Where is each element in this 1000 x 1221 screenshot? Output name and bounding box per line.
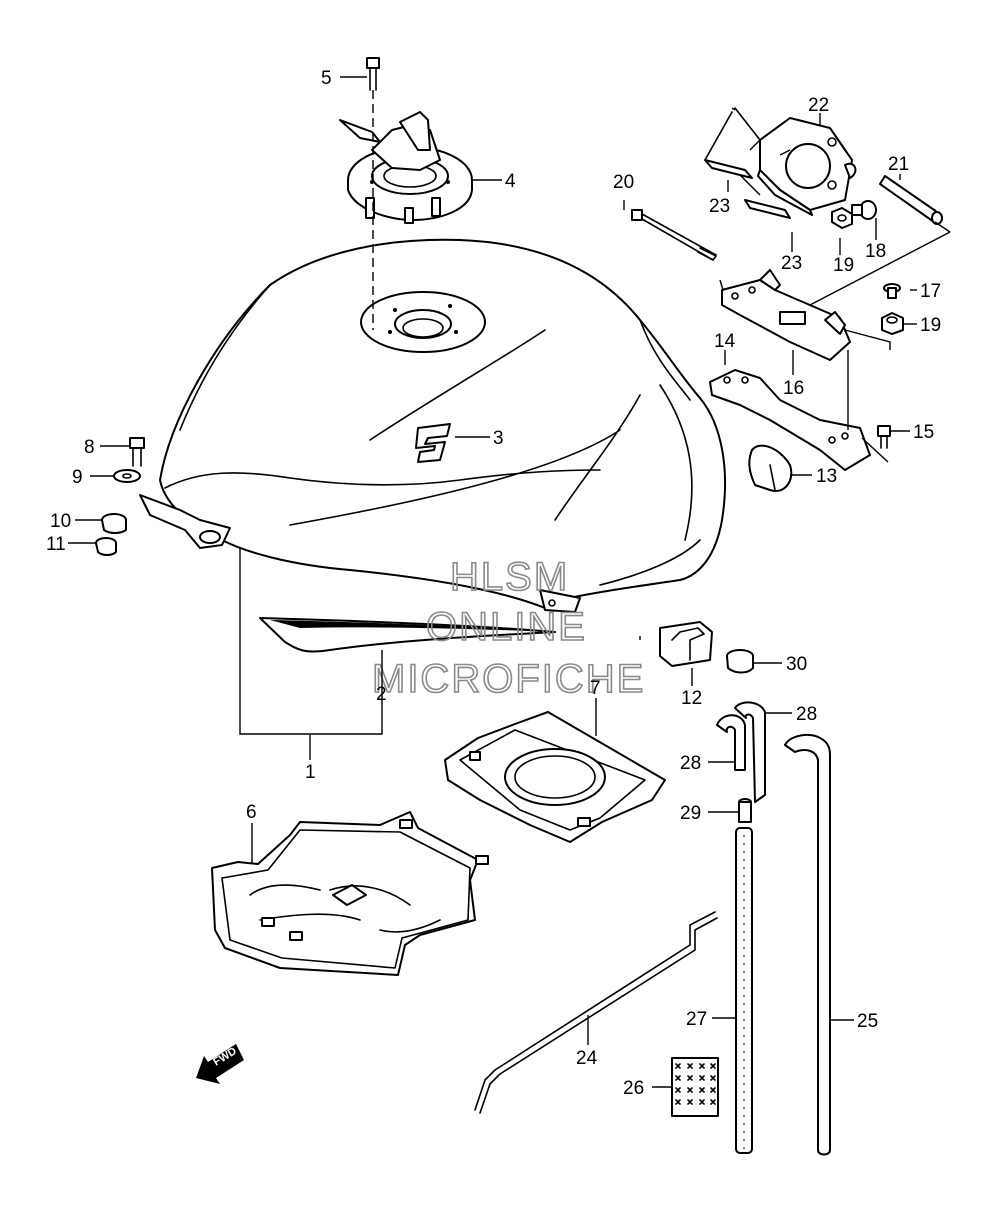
callout-19-lower: 19 bbox=[920, 315, 941, 336]
callout-18: 18 bbox=[865, 241, 886, 262]
callout-17: 17 bbox=[920, 281, 941, 302]
callout-23-upper: 23 bbox=[709, 196, 730, 217]
callout-7: 7 bbox=[590, 678, 601, 699]
fuel-cap bbox=[339, 111, 473, 224]
callout-30: 30 bbox=[786, 654, 807, 675]
callout-19-upper: 19 bbox=[833, 255, 854, 276]
cushion-13 bbox=[748, 444, 793, 492]
rod-21 bbox=[879, 175, 943, 225]
callout-12: 12 bbox=[681, 688, 702, 709]
callout-26: 26 bbox=[623, 1078, 644, 1099]
fuel-tank bbox=[139, 238, 727, 613]
callout-20: 20 bbox=[613, 172, 634, 193]
callout-22: 22 bbox=[808, 95, 829, 116]
callout-8: 8 bbox=[84, 437, 95, 458]
callout-28-lower: 28 bbox=[680, 753, 701, 774]
callout-5: 5 bbox=[321, 68, 332, 89]
pad-7 bbox=[444, 711, 666, 843]
insulator-12 bbox=[659, 621, 713, 667]
plate-14 bbox=[709, 369, 871, 471]
callout-2: 2 bbox=[376, 684, 387, 705]
callout-13: 13 bbox=[816, 466, 837, 487]
cushion-10 bbox=[101, 513, 127, 534]
callout-28-upper: 28 bbox=[796, 704, 817, 725]
callout-4: 4 bbox=[505, 171, 516, 192]
hose-28-right bbox=[734, 701, 766, 803]
bolt-15 bbox=[877, 425, 891, 449]
tank-decal bbox=[259, 617, 556, 653]
callout-11: 11 bbox=[46, 534, 66, 555]
leader-lines bbox=[68, 76, 917, 1088]
callout-16: 16 bbox=[783, 378, 804, 399]
screw-18 bbox=[851, 200, 877, 220]
pad-6 bbox=[211, 811, 489, 976]
watermark-line3: MICROFICHE bbox=[372, 657, 645, 701]
hose-27 bbox=[735, 827, 753, 1154]
nut-19-lower bbox=[881, 312, 904, 335]
screw-17 bbox=[883, 283, 901, 299]
collar-11 bbox=[95, 537, 117, 556]
callout-29: 29 bbox=[680, 803, 701, 824]
bracket-16 bbox=[721, 269, 851, 361]
cap-30 bbox=[726, 649, 754, 674]
callout-25: 25 bbox=[857, 1011, 878, 1032]
watermark-line1: HLSM bbox=[450, 555, 569, 599]
rubber-strip-23-lower bbox=[744, 199, 791, 219]
callout-24: 24 bbox=[576, 1048, 598, 1069]
washer-9 bbox=[113, 469, 141, 483]
bracket-22 bbox=[757, 117, 857, 216]
callout-labels: 1 2 3 4 5 6 7 8 9 10 11 12 13 14 15 16 1… bbox=[46, 68, 941, 1099]
bolt-8 bbox=[129, 437, 145, 467]
callout-14: 14 bbox=[714, 331, 736, 352]
hose-25 bbox=[784, 733, 831, 1156]
callout-6: 6 bbox=[246, 802, 257, 823]
connector-29 bbox=[738, 798, 752, 823]
callout-23-lower: 23 bbox=[781, 253, 802, 274]
mesh-pad-26 bbox=[671, 1057, 719, 1117]
fwd-arrow-icon: FWD bbox=[196, 1044, 244, 1084]
tank-emblem bbox=[415, 423, 451, 463]
nut-19-upper bbox=[831, 207, 853, 229]
callout-10: 10 bbox=[50, 511, 71, 532]
hose-28-left bbox=[716, 714, 746, 771]
bolt-20 bbox=[631, 209, 717, 261]
wire-24 bbox=[474, 911, 718, 1114]
callout-1: 1 bbox=[305, 762, 316, 783]
callout-27: 27 bbox=[686, 1009, 707, 1030]
watermark: HLSM ONLINE MICROFICHE bbox=[371, 554, 645, 702]
callout-9: 9 bbox=[72, 467, 83, 488]
callout-15: 15 bbox=[913, 422, 934, 443]
cap-bolt bbox=[366, 57, 380, 91]
callout-3: 3 bbox=[493, 428, 504, 449]
callout-21: 21 bbox=[888, 154, 909, 175]
rubber-strip-23-upper bbox=[704, 159, 753, 179]
watermark-line2: ONLINE bbox=[426, 605, 587, 649]
